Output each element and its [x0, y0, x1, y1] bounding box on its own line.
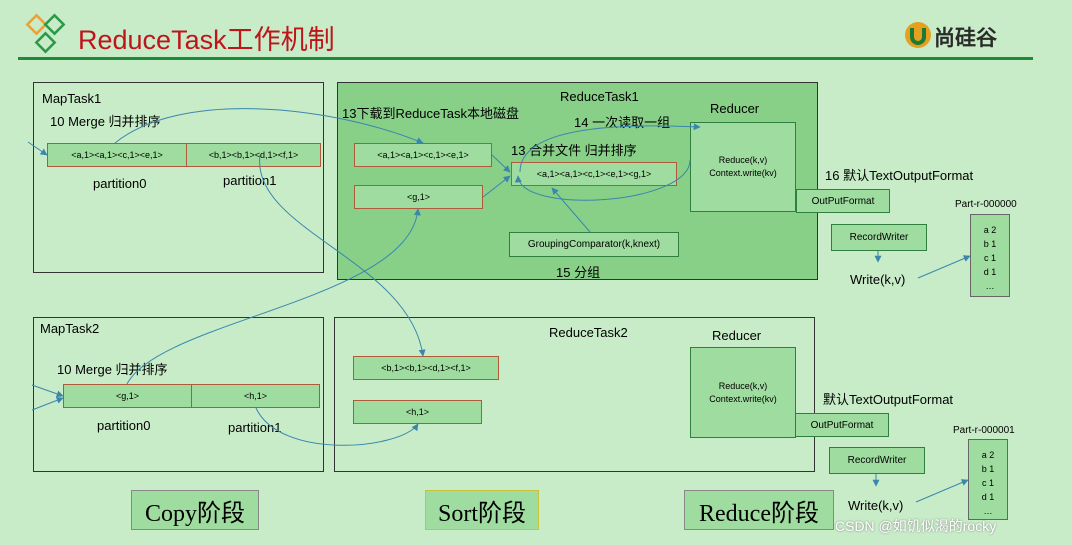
- reducer1-reduce-line: Reduce(k,v): [718, 155, 768, 165]
- copy-stage-label: Copy阶段: [131, 490, 259, 530]
- part1-line: d 1: [983, 267, 997, 277]
- csdn-watermark: CSDN @如饥似渴的rocky: [835, 518, 997, 534]
- page-title: ReduceTask工作机制: [78, 25, 335, 55]
- output2-label: 默认TextOutputFormat: [823, 392, 954, 407]
- header-divider: [18, 57, 1033, 60]
- part2-file: a 2 b 1 c 1 d 1 …: [968, 439, 1008, 520]
- reducer2-title: Reducer: [712, 328, 762, 343]
- part1-line: c 1: [983, 253, 996, 263]
- sort-stage-label: Sort阶段: [425, 490, 539, 530]
- reducer1-context-line: Context.write(kv): [709, 168, 777, 178]
- reducetask2-cell-b: <b,1><b,1><d,1><f,1>: [353, 356, 499, 380]
- record-writer1-box: RecordWriter: [831, 224, 927, 251]
- part2-line: d 1: [981, 492, 995, 502]
- reducetask2-panel: [334, 317, 815, 472]
- reducer2-context-line: Context.write(kv): [709, 393, 777, 404]
- brand-logo-icon: [905, 22, 931, 48]
- reducer2-reduce-line: Reduce(k,v): [718, 380, 768, 391]
- maptask2-title: MapTask2: [40, 321, 100, 336]
- maptask1-partition1-label: partition1: [223, 173, 277, 188]
- logo-diamonds-icon: [25, 13, 66, 54]
- part1-line: …: [985, 281, 995, 291]
- maptask1-partition1-cell: <b,1><b,1><d,1><f,1>: [186, 143, 321, 167]
- part2-line: a 2: [981, 450, 995, 460]
- part2-name: Part-r-000001: [953, 425, 1015, 436]
- maptask1-title: MapTask1: [42, 91, 102, 106]
- reducetask1-merge-sort-label: 13 合并文件 归并排序: [511, 143, 637, 158]
- write2-label: Write(k,v): [848, 498, 904, 513]
- grouping-comparator-box: GroupingComparator(k,knext): [509, 232, 679, 257]
- write1-label: Write(k,v): [850, 272, 906, 287]
- maptask2-partition0-label: partition0: [97, 418, 151, 433]
- brand-logo-text: 尚硅谷: [934, 27, 997, 50]
- part2-line: …: [983, 506, 993, 516]
- maptask2-partition1-cell: <h,1>: [191, 384, 320, 408]
- part1-line: b 1: [983, 239, 997, 249]
- reducer1-box: Reduce(k,v) Context.write(kv): [690, 122, 796, 212]
- maptask1-panel: [33, 82, 324, 273]
- reducer1-title: Reducer: [710, 101, 760, 116]
- part2-line: b 1: [981, 464, 995, 474]
- reducetask2-cell-h: <h,1>: [353, 400, 482, 424]
- part1-file: a 2 b 1 c 1 d 1 …: [970, 214, 1010, 297]
- reducetask1-download-label: 13下载到ReduceTask本地磁盘: [342, 106, 519, 121]
- part2-line: c 1: [981, 478, 994, 488]
- maptask1-partition0-label: partition0: [93, 176, 147, 191]
- record-writer2-box: RecordWriter: [829, 447, 925, 474]
- reducetask2-title: ReduceTask2: [549, 325, 628, 340]
- reduce-stage-label: Reduce阶段: [684, 490, 834, 530]
- reducetask1-cell-g: <g,1>: [354, 185, 483, 209]
- output1-label: 16 默认TextOutputFormat: [825, 168, 974, 183]
- part1-name: Part-r-000000: [955, 199, 1017, 210]
- part1-line: a 2: [983, 225, 997, 235]
- output-format1-box: OutPutFormat: [796, 189, 890, 213]
- maptask1-partition0-cell: <a,1><a,1><c,1><e,1>: [47, 143, 187, 167]
- grouping-label: 15 分组: [556, 265, 601, 280]
- reducetask1-merged-cell: <a,1><a,1><c,1><e,1><g,1>: [511, 162, 677, 186]
- maptask2-panel: [33, 317, 324, 472]
- reducetask1-title: ReduceTask1: [560, 89, 639, 104]
- maptask1-merge-label: 10 Merge 归并排序: [50, 114, 161, 129]
- output-format2-box: OutPutFormat: [795, 413, 889, 437]
- reducer2-box: Reduce(k,v) Context.write(kv): [690, 347, 796, 438]
- maptask2-merge-label: 10 Merge 归并排序: [57, 362, 168, 377]
